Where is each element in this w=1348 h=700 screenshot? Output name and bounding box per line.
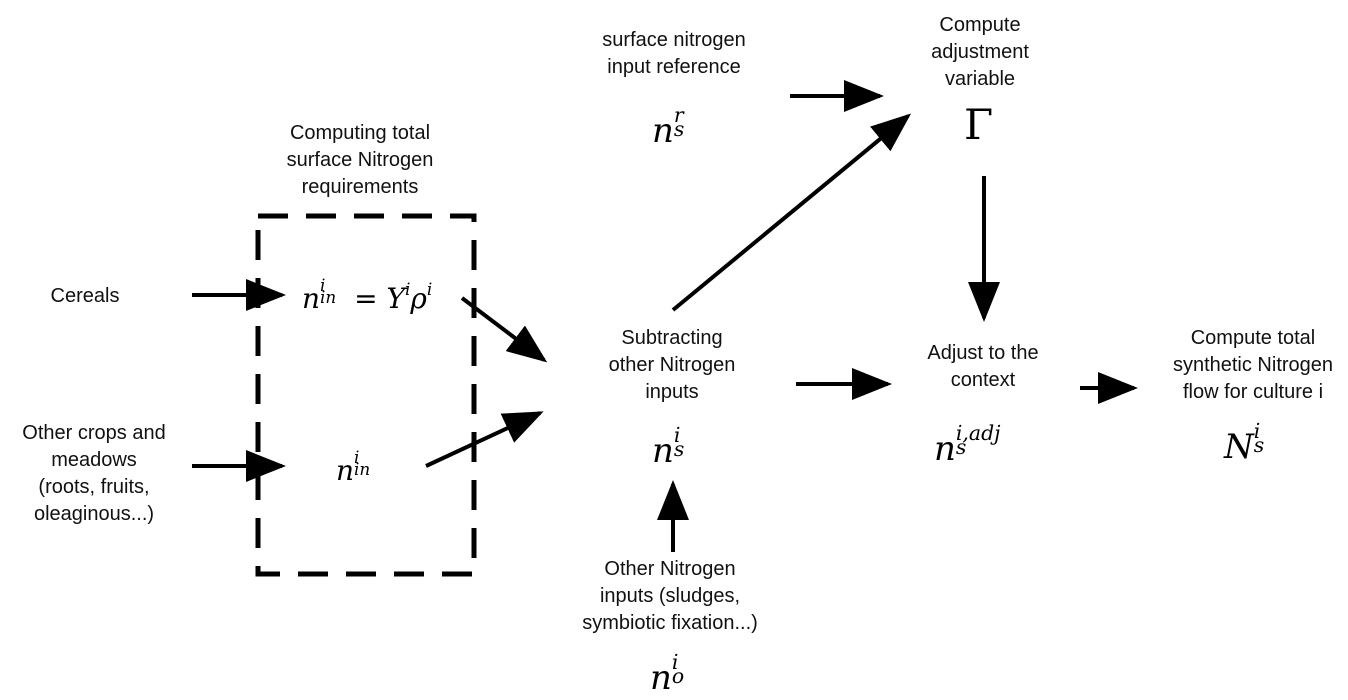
gamma-symbol: Γ — [964, 100, 994, 149]
arrow-subtracting-to-gamma — [671, 113, 912, 312]
subtracting-label: Subtracting other Nitrogen inputs — [608, 327, 736, 403]
other-crops-label: Other crops and meadows (roots, fruits, … — [22, 422, 166, 525]
cereals-label: Cereals — [50, 285, 120, 307]
requirements-box — [255, 213, 477, 577]
computing-total-label: Computing total surface Nitrogen require… — [286, 122, 434, 198]
surface-reference-label: surface nitrogen input reference — [602, 29, 746, 78]
compute-total-synthetic-label: Compute total synthetic Nitrogen flow fo… — [1172, 327, 1334, 403]
arrow-nin-to-subtracting — [425, 411, 544, 468]
other-inputs-label: Other Nitrogen inputs (sludges, symbioti… — [582, 558, 758, 634]
arrow-nin-eq-to-subtracting — [460, 296, 548, 363]
compute-adjustment-label: Compute adjustment variable — [931, 14, 1029, 90]
adjust-context-label: Adjust to the context — [927, 342, 1039, 391]
